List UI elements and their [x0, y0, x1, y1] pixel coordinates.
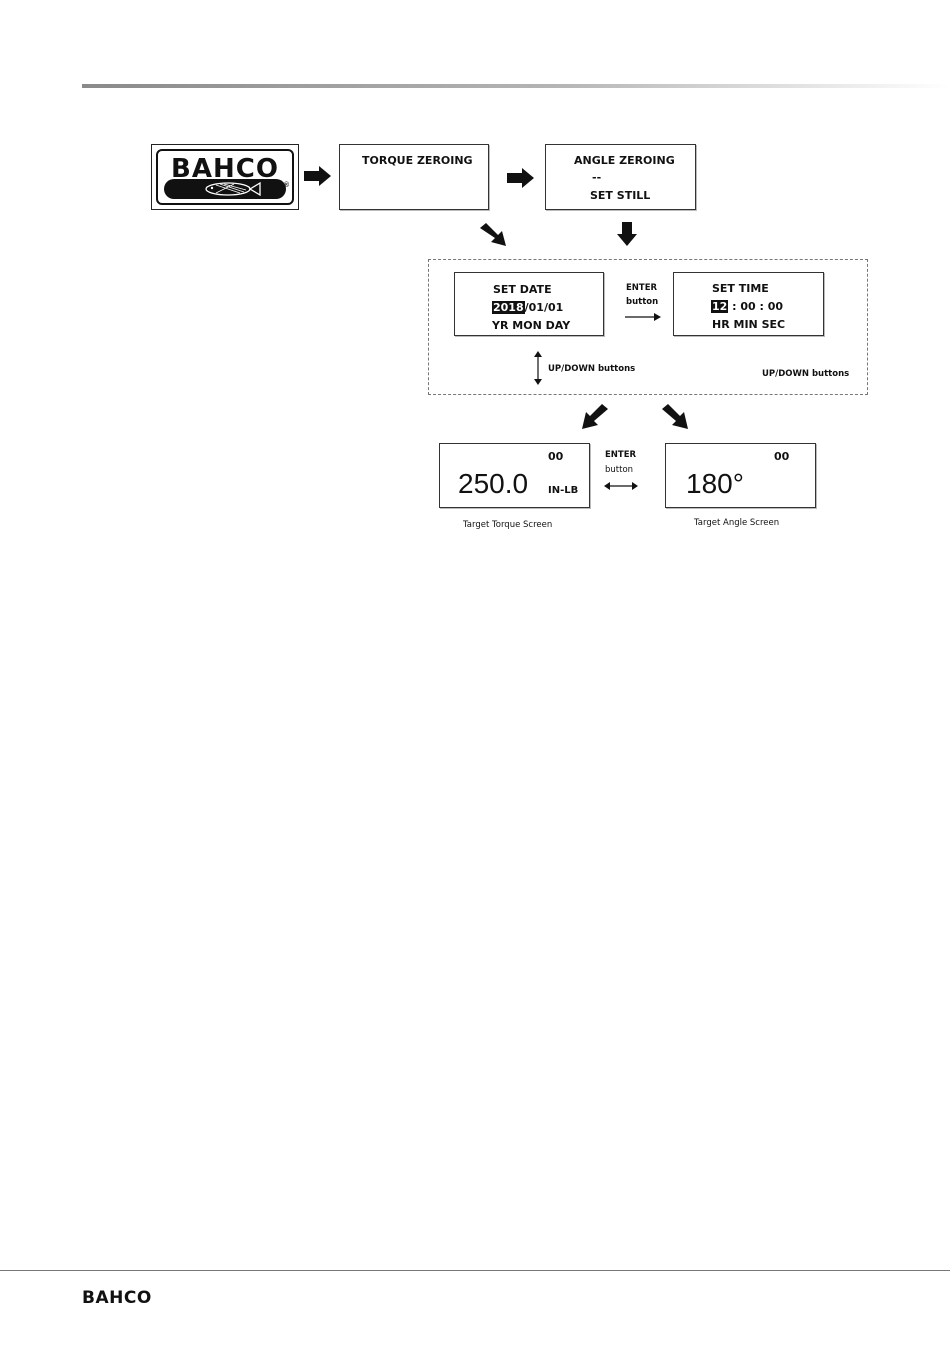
fish-icon: [164, 179, 298, 199]
button-label: button: [626, 297, 658, 307]
set-date-screen: SET DATE 2018/01/01 YR MON DAY: [454, 272, 604, 336]
target-angle-caption: Target Angle Screen: [694, 518, 779, 528]
date-rest: /01/01: [525, 301, 564, 314]
registered-mark: ®: [284, 182, 289, 189]
footer-rule: [0, 1270, 950, 1271]
enter-label: ENTER: [626, 283, 657, 293]
torque-zeroing-label: TORQUE ZEROING: [362, 154, 473, 167]
target-torque-caption: Target Torque Screen: [463, 520, 552, 530]
set-time-screen: SET TIME 12 : 00 : 00 HR MIN SEC: [673, 272, 824, 336]
right-arrow-icon: [303, 165, 333, 187]
set-time-label: SET TIME: [712, 282, 769, 295]
footer-logo: BAHCO: [82, 1288, 152, 1308]
logo-frame: BAHCO ®: [156, 149, 294, 205]
angle-zeroing-screen: ANGLE ZEROING -- SET STILL: [545, 144, 696, 210]
angle-zeroing-label: ANGLE ZEROING: [574, 154, 675, 167]
up-down-arrow-icon: [533, 351, 543, 385]
torque-count: 00: [548, 450, 563, 463]
button-label: button: [605, 465, 633, 475]
angle-count: 00: [774, 450, 789, 463]
target-torque-screen: 00 250.0 IN-LB: [439, 443, 590, 508]
time-field-labels: HR MIN SEC: [712, 318, 785, 331]
enter-label: ENTER: [605, 450, 636, 460]
target-angle-value: 180°: [686, 468, 744, 500]
date-field-labels: YR MON DAY: [492, 319, 570, 332]
angle-zeroing-dashes: --: [592, 171, 601, 184]
right-arrow-icon: [506, 167, 536, 189]
date-value: 2018/01/01: [492, 301, 563, 314]
hour-field: 12: [711, 300, 728, 313]
up-down-buttons-label: UP/DOWN buttons: [548, 364, 635, 374]
header-rule: [82, 84, 950, 88]
torque-zeroing-screen: TORQUE ZEROING: [339, 144, 489, 210]
set-date-label: SET DATE: [493, 283, 552, 296]
diagonal-down-right-arrow-icon: [660, 403, 690, 431]
year-field: 2018: [492, 301, 525, 314]
left-right-arrow-icon: [604, 481, 638, 491]
target-torque-value: 250.0: [458, 468, 528, 500]
logo-band: [164, 179, 286, 199]
target-angle-screen: 00 180°: [665, 443, 816, 508]
set-still-label: SET STILL: [590, 189, 650, 202]
time-rest: : 00 : 00: [728, 300, 783, 313]
time-value: 12 : 00 : 00: [711, 300, 783, 313]
torque-unit: IN-LB: [548, 485, 578, 496]
down-arrow-icon: [616, 221, 638, 247]
diagonal-down-left-arrow-icon: [580, 403, 610, 431]
diagonal-down-arrow-icon: [478, 222, 512, 248]
bahco-logo-screen: BAHCO ®: [151, 144, 299, 210]
up-down-buttons-label: UP/DOWN buttons: [762, 369, 849, 379]
right-thin-arrow-icon: [624, 312, 662, 322]
